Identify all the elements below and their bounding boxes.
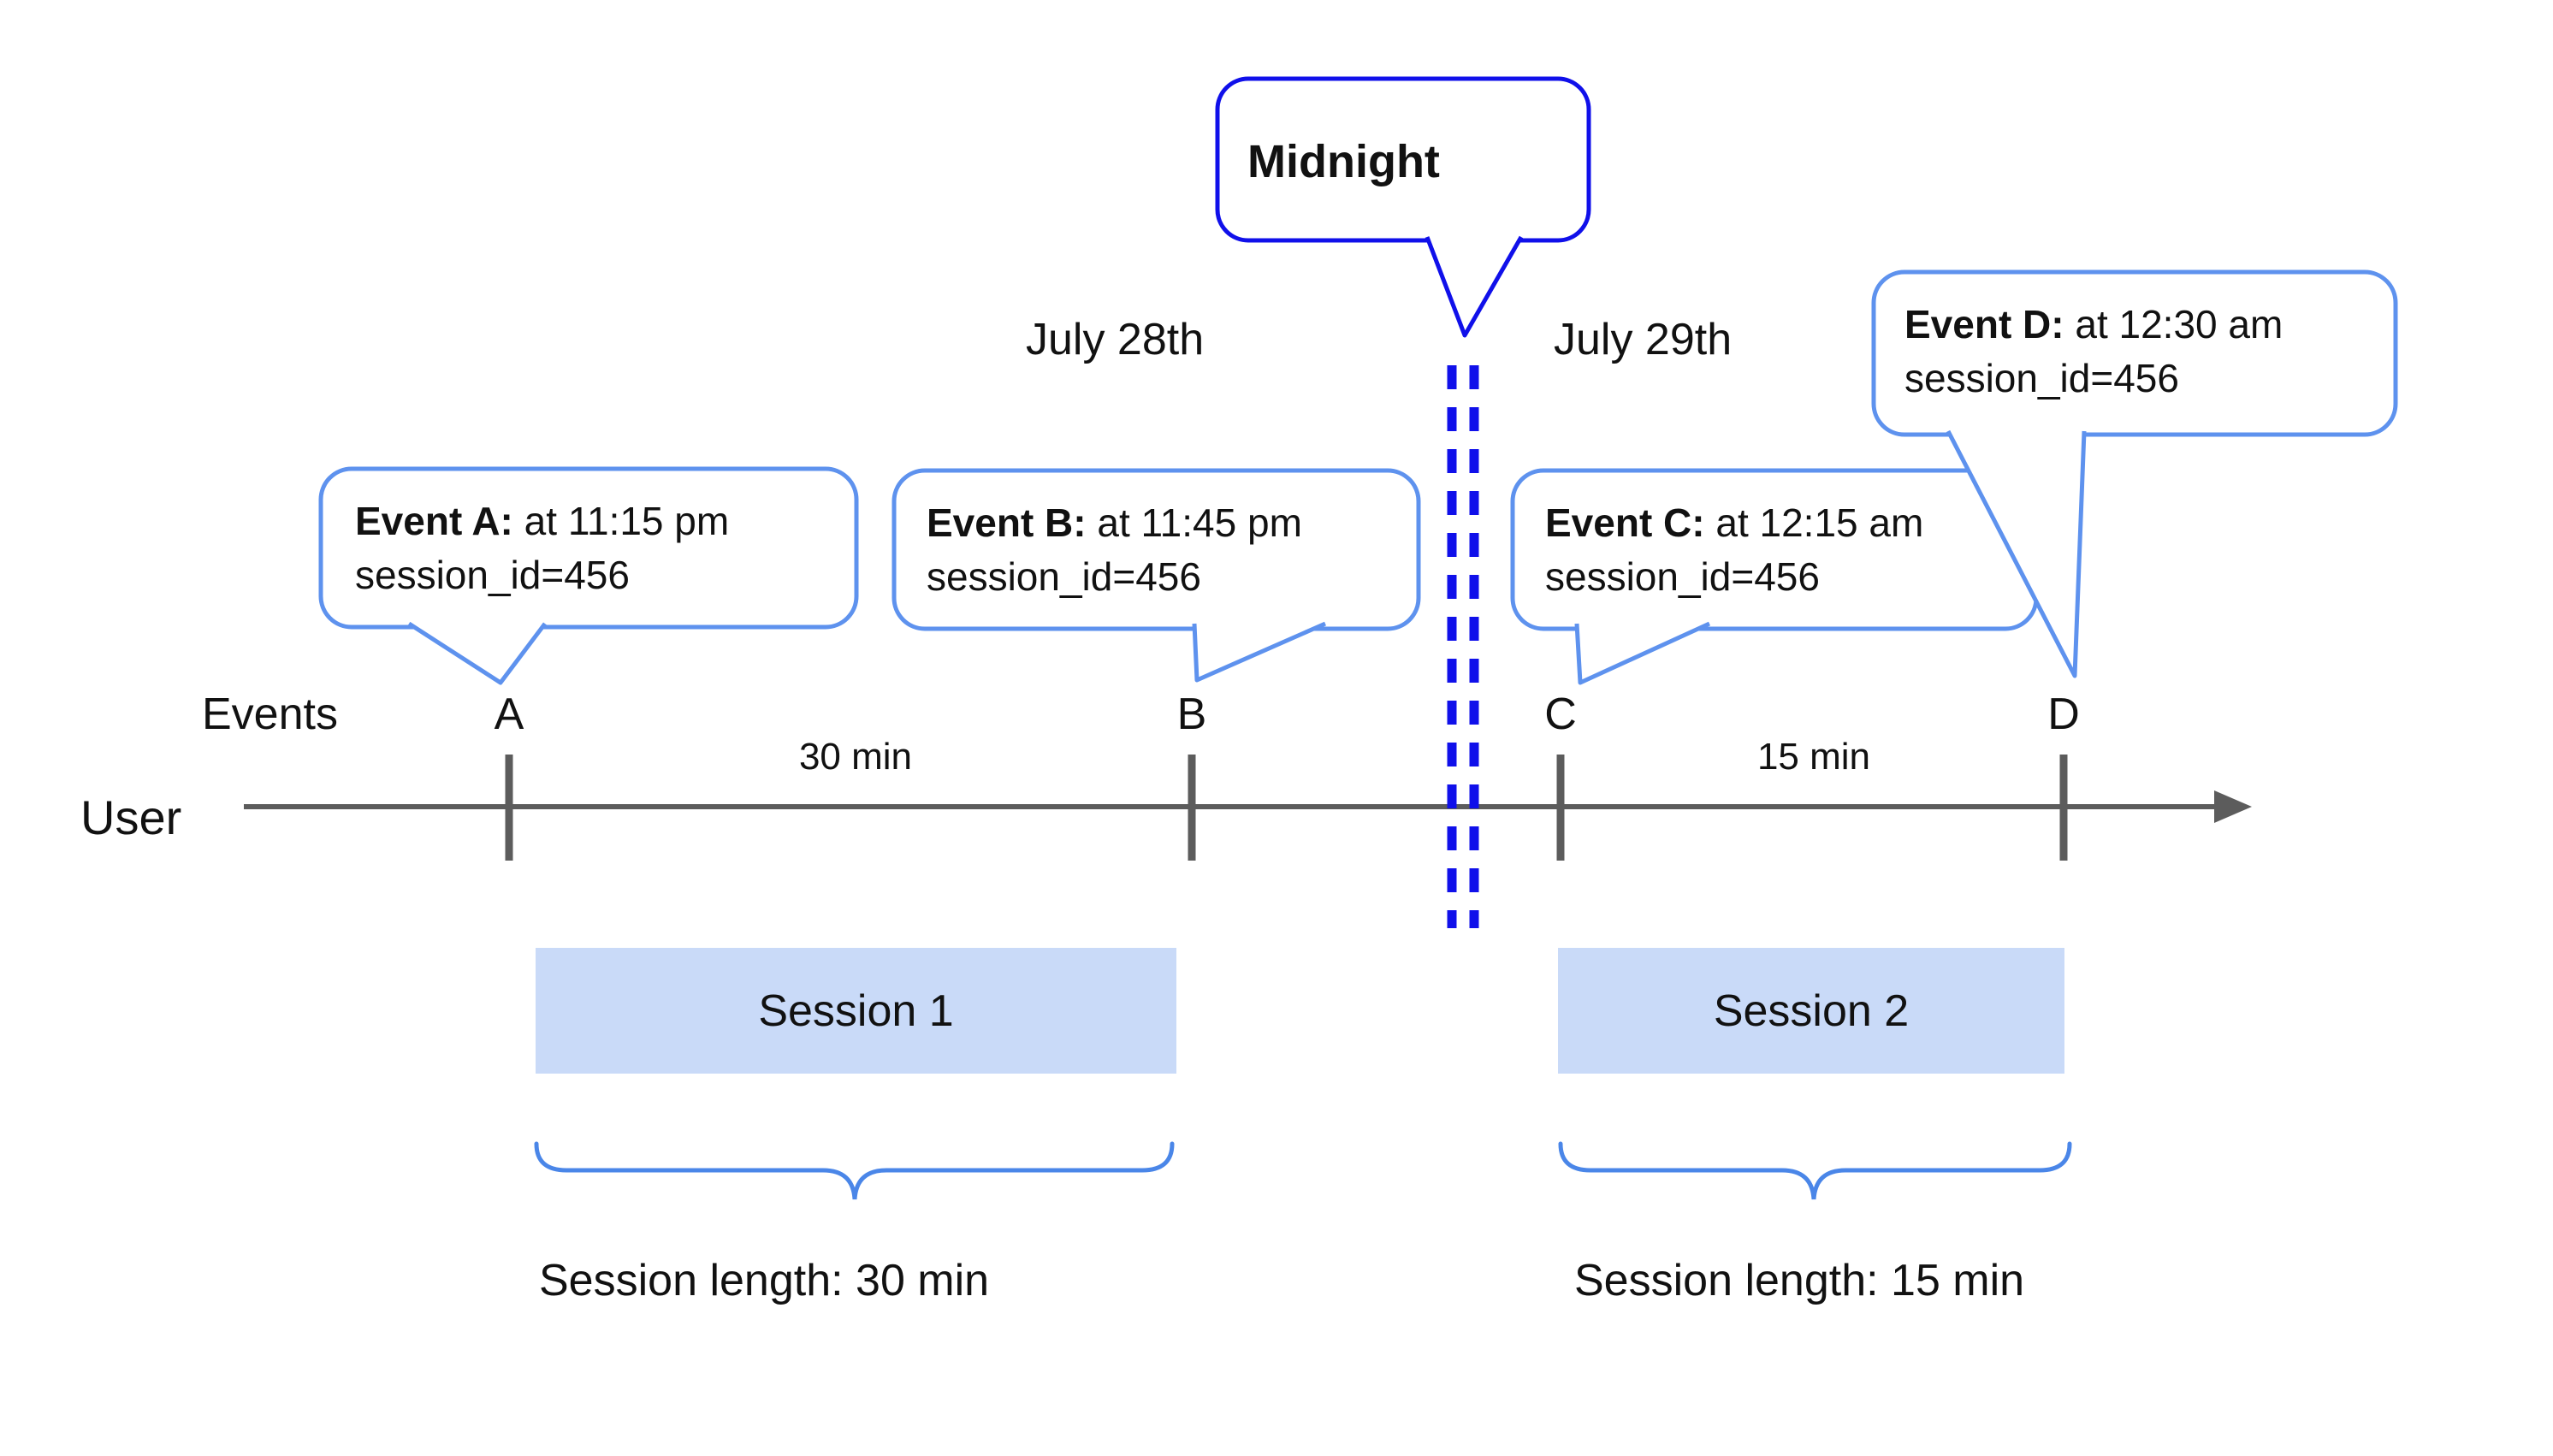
date-july-28: July 28th: [1026, 315, 1205, 364]
event-d-callout-text: Event D: at 12:30 am session_id=456: [1904, 298, 2283, 405]
session-1-brace: [534, 1141, 1175, 1200]
event-c-callout-text: Event C: at 12:15 am session_id=456: [1545, 496, 1923, 604]
event-d-line1: Event D: at 12:30 am: [1904, 302, 2283, 346]
event-c-bubble-tail: [1574, 621, 1711, 685]
event-d-bubble: [1871, 269, 2398, 437]
date-july-29: July 29th: [1554, 315, 1733, 364]
event-a-line1: Event A: at 11:15 pm: [355, 499, 730, 543]
event-d-session-id: session_id=456: [1904, 356, 2179, 400]
session-1-length-label: Session length: 30 min: [539, 1256, 990, 1305]
event-b-letter: B: [1176, 690, 1207, 739]
session-1-box: [536, 948, 1176, 1074]
midnight-bubble-tail: [1425, 235, 1524, 338]
event-a-session-id: session_id=456: [355, 553, 630, 597]
event-a-callout-text: Event A: at 11:15 pm session_id=456: [355, 494, 729, 602]
event-d-letter: D: [2047, 690, 2080, 739]
midnight-label: Midnight: [1247, 136, 1440, 187]
event-b-bubble: [891, 468, 1421, 631]
event-a-bubble-tail: [407, 621, 547, 685]
session-2-box: [1558, 948, 2064, 1074]
timeline-arrowhead-icon: [2214, 790, 2252, 823]
event-b-line1: Event B: at 11:45 pm: [927, 500, 1302, 545]
event-c-line1: Event C: at 12:15 am: [1545, 500, 1924, 545]
event-a-letter: A: [494, 690, 524, 739]
event-b-session-id: session_id=456: [927, 554, 1201, 599]
event-b-bubble-tail: [1192, 621, 1327, 683]
event-c-letter: C: [1544, 690, 1577, 739]
event-a-bubble: [318, 466, 859, 630]
session-2-brace: [1558, 1141, 2072, 1200]
event-b-callout-text: Event B: at 11:45 pm session_id=456: [927, 496, 1302, 604]
event-d-bubble-tail: [1946, 429, 2087, 678]
user-axis-label: User: [80, 790, 182, 844]
session-2-length-label: Session length: 15 min: [1574, 1256, 2025, 1305]
events-row-label: Events: [202, 690, 338, 739]
session-2-label: Session 2: [1713, 985, 1910, 1036]
event-c-session-id: session_id=456: [1545, 554, 1820, 599]
session-1-label: Session 1: [758, 985, 954, 1036]
interval-c-d-label: 15 min: [1756, 736, 1871, 778]
midnight-bubble: [1215, 76, 1591, 243]
interval-a-b-label: 30 min: [798, 736, 913, 778]
